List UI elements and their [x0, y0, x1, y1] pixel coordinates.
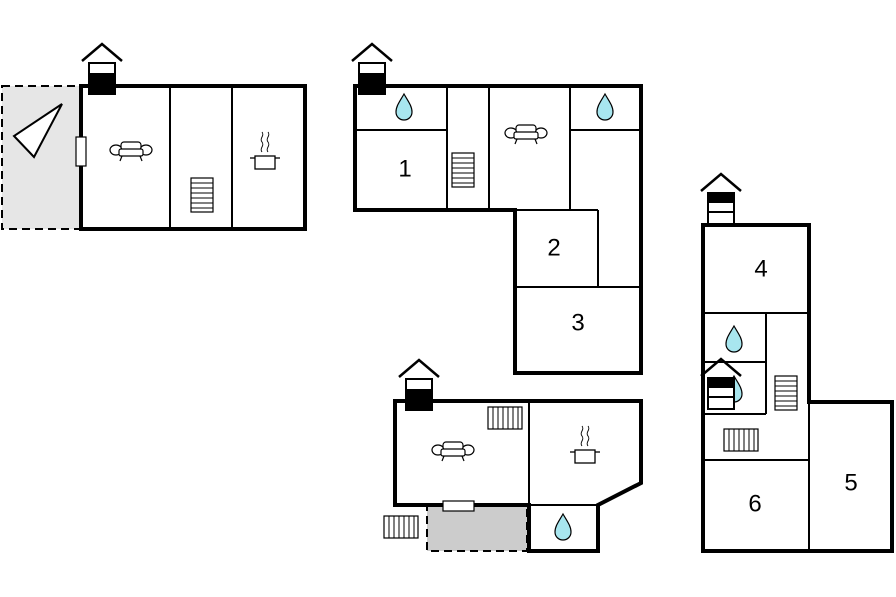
stairs-icon [451, 152, 475, 188]
house-level-icon [80, 42, 124, 96]
room-label-4: 4 [754, 255, 767, 282]
room-label-5: 5 [844, 469, 857, 496]
stairs-icon [190, 177, 214, 213]
radiator-icon [723, 428, 759, 452]
radiator-icon [487, 406, 523, 430]
room-label-1: 1 [398, 155, 411, 182]
building-d: 4 5 6 [699, 172, 894, 553]
radiator-icon [383, 515, 419, 539]
building-c-outline [393, 399, 643, 553]
stairs-icon [774, 375, 798, 411]
house-level-icon [350, 42, 394, 96]
terrace-area [1, 85, 82, 230]
building-c [383, 358, 643, 553]
house-level-icon [397, 358, 441, 412]
building-a [1, 42, 307, 231]
door-icon[interactable] [442, 500, 475, 512]
room-label-2: 2 [547, 234, 560, 261]
house-level-icon [699, 172, 743, 226]
patio-area [426, 504, 528, 552]
room-label-6: 6 [748, 490, 761, 517]
building-b: 1 2 3 [350, 42, 643, 375]
room-label-3: 3 [571, 309, 584, 336]
door-icon[interactable] [75, 136, 87, 167]
north-arrow-icon [12, 103, 63, 159]
